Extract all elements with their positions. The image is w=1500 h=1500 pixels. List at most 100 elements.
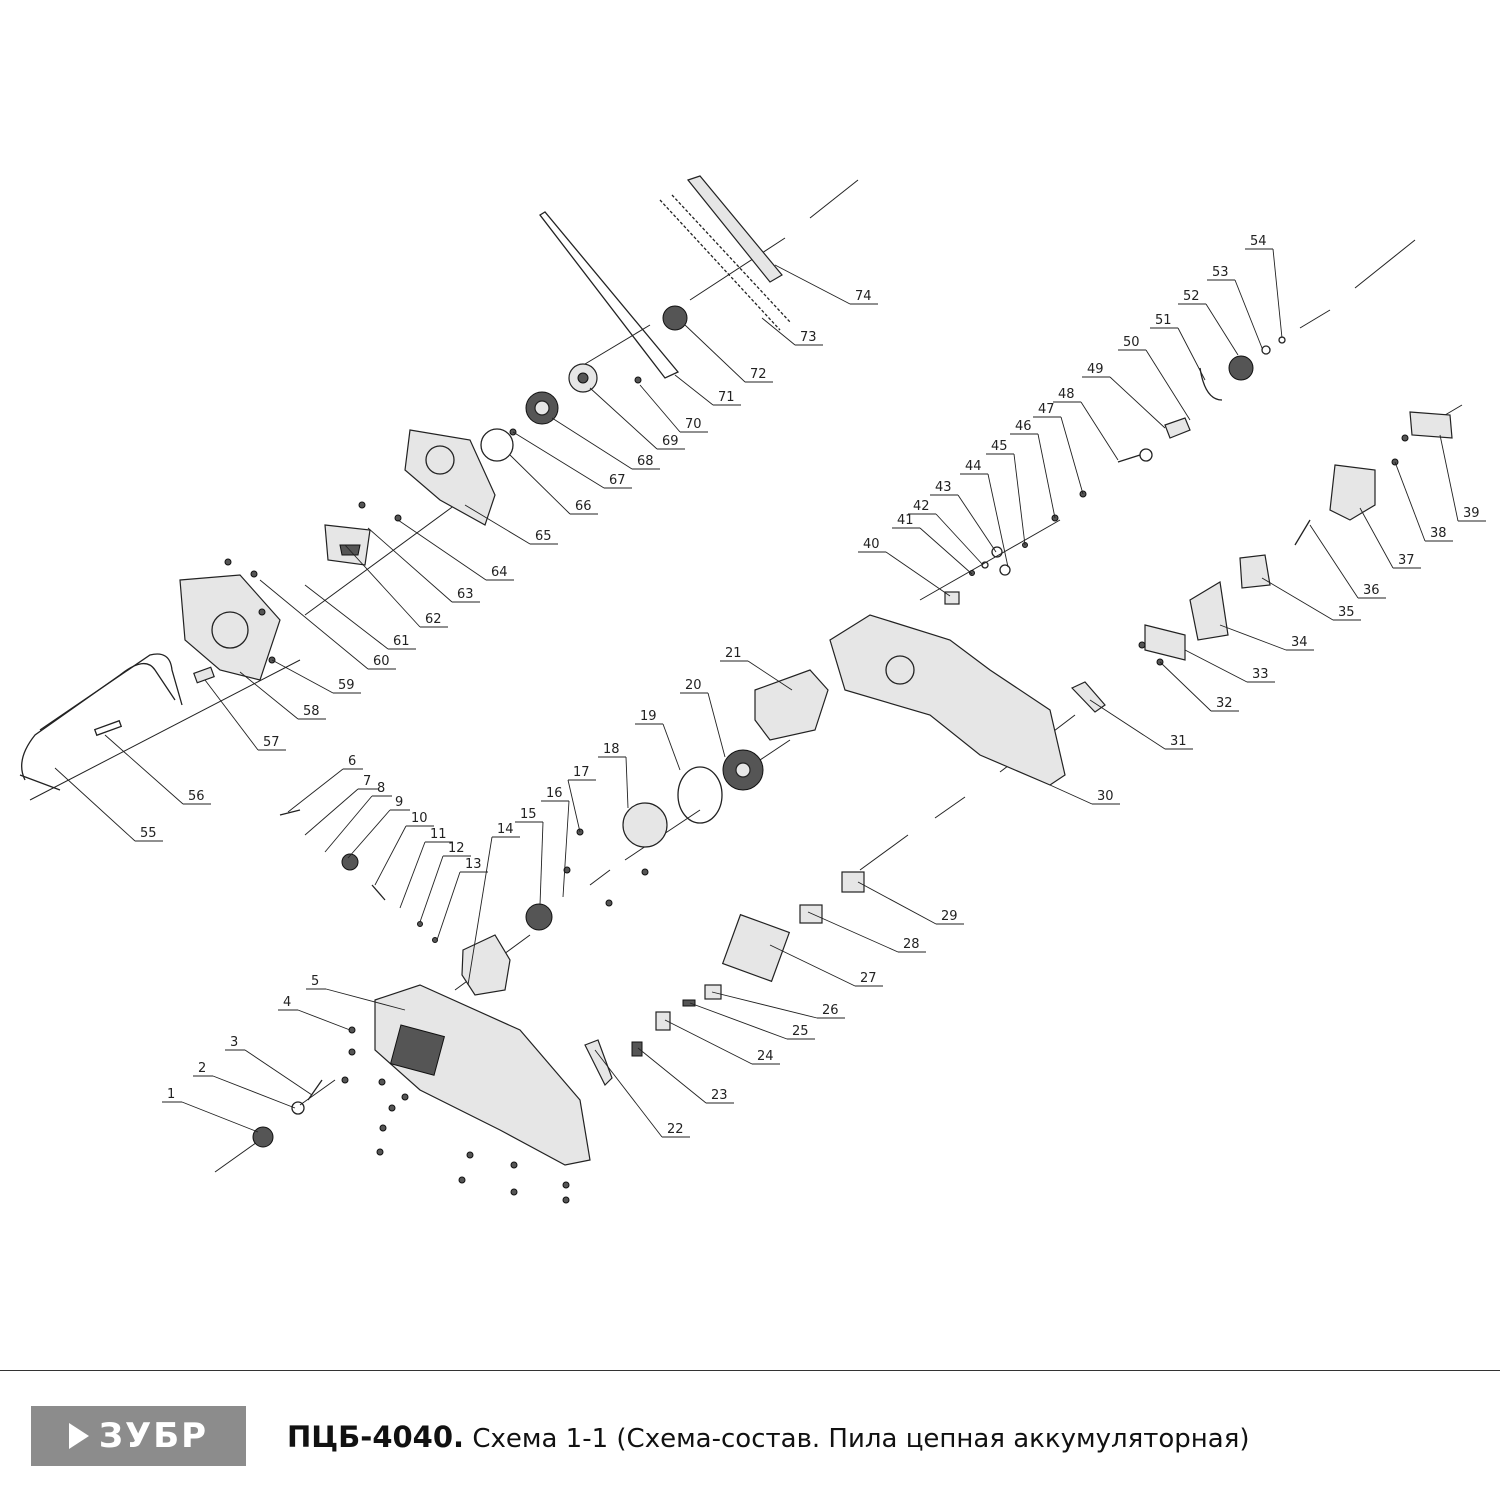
part-number: 37 bbox=[1398, 553, 1415, 568]
leader-line bbox=[259, 579, 369, 670]
part-44-washer bbox=[999, 564, 1011, 576]
leader-line bbox=[1439, 434, 1459, 522]
part-label-40: 40 bbox=[858, 537, 951, 597]
part-number: 23 bbox=[711, 1088, 728, 1103]
part-number: 59 bbox=[338, 678, 355, 693]
part-number: 68 bbox=[637, 454, 654, 469]
part-number: 25 bbox=[792, 1024, 809, 1039]
part-number: 32 bbox=[1216, 696, 1233, 711]
part-57-bolt bbox=[193, 666, 215, 684]
part-label-9: 9 bbox=[347, 795, 410, 859]
part-label-31: 31 bbox=[1089, 699, 1193, 750]
leader-line bbox=[287, 768, 344, 813]
part-label-13: 13 bbox=[436, 857, 488, 941]
part-number: 3 bbox=[230, 1035, 238, 1050]
part-number: 40 bbox=[863, 537, 880, 552]
part-label-19: 19 bbox=[635, 709, 681, 771]
part-label-4: 4 bbox=[278, 995, 351, 1031]
leader-line bbox=[562, 800, 570, 898]
part-53-washer bbox=[1261, 345, 1271, 355]
leader-line bbox=[1177, 327, 1206, 381]
part-label-45: 45 bbox=[986, 439, 1026, 546]
leader-line bbox=[271, 659, 334, 694]
part-label-20: 20 bbox=[680, 678, 726, 758]
part-number: 61 bbox=[393, 634, 410, 649]
part-19-shroud bbox=[677, 766, 723, 824]
part-number: 9 bbox=[395, 795, 403, 810]
part-number: 73 bbox=[800, 330, 817, 345]
part-39-cap bbox=[1409, 411, 1453, 439]
part-label-15: 15 bbox=[515, 807, 544, 906]
part-number: 70 bbox=[685, 417, 702, 432]
leader-line bbox=[204, 679, 259, 751]
part-number: 64 bbox=[491, 565, 508, 580]
part-73-chain bbox=[659, 194, 791, 331]
part-label-70: 70 bbox=[639, 384, 708, 433]
part-number: 50 bbox=[1123, 335, 1140, 350]
part-34-frame bbox=[1189, 581, 1229, 641]
leader-line bbox=[1272, 248, 1283, 339]
part-36-spring bbox=[1294, 519, 1311, 546]
part-label-2: 2 bbox=[193, 1061, 296, 1109]
part-label-59: 59 bbox=[271, 659, 361, 694]
leader-line bbox=[1359, 507, 1394, 569]
leader-line bbox=[674, 374, 714, 406]
part-number: 60 bbox=[373, 654, 390, 669]
part-label-71: 71 bbox=[674, 374, 741, 406]
leader-line bbox=[1109, 376, 1166, 429]
part-number: 34 bbox=[1291, 635, 1308, 650]
part-29-chip bbox=[841, 871, 865, 893]
leader-line bbox=[589, 387, 658, 450]
part-label-47: 47 bbox=[1033, 402, 1084, 495]
part-number: 63 bbox=[457, 587, 474, 602]
leader-line bbox=[637, 1047, 707, 1104]
part-21-grip bbox=[754, 669, 829, 741]
part-number: 45 bbox=[991, 439, 1008, 454]
part-52-drum bbox=[1228, 355, 1254, 381]
leader-line bbox=[239, 671, 299, 720]
part-label-43: 43 bbox=[930, 480, 997, 553]
leader-line bbox=[857, 881, 937, 925]
leader-line bbox=[1159, 661, 1212, 712]
leader-line bbox=[957, 494, 997, 553]
leader-line bbox=[467, 836, 493, 986]
part-label-16: 16 bbox=[541, 786, 570, 898]
part-43-washer bbox=[991, 546, 1003, 558]
part-label-49: 49 bbox=[1082, 362, 1166, 429]
part-label-67: 67 bbox=[512, 431, 632, 489]
leader-line bbox=[344, 544, 421, 628]
leader-line bbox=[1037, 433, 1056, 519]
part-37-latch bbox=[1329, 464, 1376, 521]
leader-line bbox=[1219, 624, 1287, 651]
leader-line bbox=[1261, 577, 1334, 621]
leader-line bbox=[419, 855, 444, 923]
part-label-1: 1 bbox=[162, 1087, 259, 1133]
leader-line bbox=[1013, 453, 1026, 546]
part-label-33: 33 bbox=[1184, 649, 1275, 683]
part-number: 31 bbox=[1170, 734, 1187, 749]
part-label-54: 54 bbox=[1245, 234, 1283, 339]
part-label-25: 25 bbox=[689, 1002, 815, 1040]
leader-line bbox=[769, 944, 856, 987]
model-number: ПЦБ-4040. bbox=[287, 1420, 465, 1454]
brand-logo: ЗУБР bbox=[31, 1406, 246, 1466]
part-number: 35 bbox=[1338, 605, 1355, 620]
part-number: 21 bbox=[725, 646, 742, 661]
part-number: 15 bbox=[520, 807, 537, 822]
part-label-17: 17 bbox=[567, 765, 596, 833]
leader-line bbox=[325, 988, 406, 1011]
part-label-35: 35 bbox=[1261, 577, 1361, 621]
leader-line bbox=[707, 692, 726, 758]
part-2-washer bbox=[291, 1101, 305, 1115]
part-14-socket bbox=[461, 934, 511, 996]
part-number: 46 bbox=[1015, 419, 1032, 434]
part-number: 13 bbox=[465, 857, 482, 872]
part-number: 48 bbox=[1058, 387, 1075, 402]
part-number: 44 bbox=[965, 459, 982, 474]
part-number: 42 bbox=[913, 499, 930, 514]
part-number: 22 bbox=[667, 1122, 684, 1137]
part-number: 36 bbox=[1363, 583, 1380, 598]
leader-line bbox=[464, 504, 531, 545]
part-label-64: 64 bbox=[397, 519, 514, 581]
leader-line bbox=[304, 584, 389, 650]
